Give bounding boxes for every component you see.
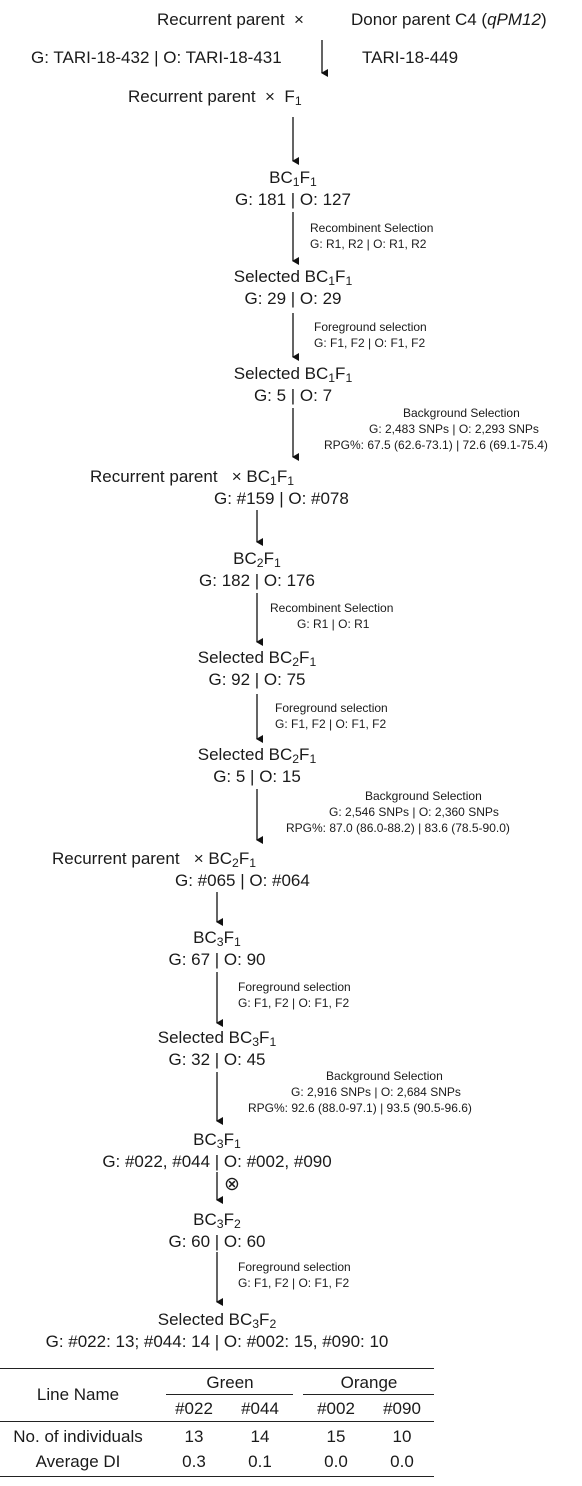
table-cell: 0.0 — [324, 1452, 348, 1471]
background-selection-3-title: Background Selection — [326, 1069, 443, 1083]
background-selection-1-snps: G: 2,483 SNPs | O: 2,293 SNPs — [369, 422, 539, 436]
bc3f1-count: G: 67 | O: 90 — [168, 950, 266, 969]
selected-bc3f1-title: Selected BC3F1 — [157, 1028, 277, 1050]
selected-bc1f1-a-title: Selected BC1F1 — [233, 267, 353, 289]
table-cell: 10 — [392, 1427, 412, 1446]
third-cross-label: Recurrent parent × BC2F1 — [52, 849, 257, 871]
donor-parent-id: TARI-18-449 — [362, 48, 459, 67]
selected-bc2f1-a-title: Selected BC2F1 — [197, 648, 317, 670]
table-cell: 0.0 — [390, 1452, 414, 1471]
bc3f1-title: BC3F1 — [193, 928, 241, 950]
foreground-selection-2-detail: G: F1, F2 | O: F1, F2 — [275, 717, 387, 731]
background-selection-2-snps: G: 2,546 SNPs | O: 2,360 SNPs — [329, 805, 499, 819]
recombinant-selection-2-title: Recombinent Selection — [270, 601, 394, 615]
selfing-icon: ⊗ — [224, 1174, 240, 1195]
column-header: #044 — [241, 1399, 279, 1418]
background-selection-2-title: Background Selection — [365, 789, 482, 803]
donor-parent-label: Donor parent C4 (qPM12) — [351, 10, 547, 29]
selected-bc1f1-a-count: G: 29 | O: 29 — [244, 289, 342, 308]
final-selected-bc3f2-title: Selected BC3F2 — [157, 1310, 277, 1332]
final-selected-bc3f2-ids: G: #022: 13; #044: 14 | O: #002: 15, #09… — [45, 1332, 389, 1351]
selected-bc3f1-count: G: 32 | O: 45 — [168, 1050, 266, 1069]
selected-bc1f1-b-count: G: 5 | O: 7 — [253, 386, 333, 405]
selected-bc2f1-a-count: G: 92 | O: 75 — [208, 670, 306, 689]
orange-group-header: Orange — [340, 1373, 398, 1392]
table-cell: 13 — [184, 1427, 204, 1446]
recombinant-selection-1-title: Recombinent Selection — [310, 221, 434, 235]
background-selection-1-title: Background Selection — [403, 406, 520, 420]
recurrent-parent-ids: G: TARI-18-432 | O: TARI-18-431 — [31, 48, 282, 67]
bc3f1-lines-title: BC3F1 — [193, 1130, 241, 1152]
table-bottom-rule — [0, 1476, 434, 1477]
foreground-selection-4-detail: G: F1, F2 | O: F1, F2 — [238, 1276, 350, 1290]
table-header-rule — [0, 1421, 434, 1422]
first-cross-label: Recurrent parent × F1 — [128, 87, 302, 109]
bc1f1-count: G: 181 | O: 127 — [235, 190, 351, 209]
column-header: #090 — [383, 1399, 421, 1418]
column-header: #022 — [175, 1399, 213, 1418]
second-cross-ids: G: #159 | O: #078 — [214, 489, 349, 508]
background-selection-3-snps: G: 2,916 SNPs | O: 2,684 SNPs — [291, 1085, 461, 1099]
orange-group-rule — [303, 1394, 434, 1395]
foreground-selection-3-title: Foreground selection — [238, 980, 351, 994]
foreground-selection-4-title: Foreground selection — [238, 1260, 351, 1274]
background-selection-1-rpg: RPG%: 67.5 (62.6-73.1) | 72.6 (69.1-75.4… — [324, 438, 548, 452]
second-cross-label: Recurrent parent × BC1F1 — [90, 467, 295, 489]
recurrent-parent-label: Recurrent parent × — [157, 10, 304, 29]
table-cell: 0.3 — [182, 1452, 206, 1471]
selected-bc1f1-b-title: Selected BC1F1 — [233, 364, 353, 386]
bc2f1-count: G: 182 | O: 176 — [199, 571, 315, 590]
bc3f1-lines-ids: G: #022, #044 | O: #002, #090 — [102, 1152, 332, 1171]
foreground-selection-1-title: Foreground selection — [314, 320, 427, 334]
background-selection-3-rpg: RPG%: 92.6 (88.0-97.1) | 93.5 (90.5-96.6… — [248, 1101, 472, 1115]
background-selection-2-rpg: RPG%: 87.0 (86.0-88.2) | 83.6 (78.5-90.0… — [286, 821, 510, 835]
selected-bc2f1-b-title: Selected BC2F1 — [197, 745, 317, 767]
row-label: Average DI — [35, 1452, 121, 1471]
line-name-header: Line Name — [36, 1385, 120, 1404]
selected-bc2f1-b-count: G: 5 | O: 15 — [213, 767, 301, 786]
table-top-rule — [0, 1368, 434, 1369]
table-cell: 15 — [326, 1427, 346, 1446]
green-group-header: Green — [206, 1373, 254, 1392]
table-cell: 14 — [250, 1427, 270, 1446]
recombinant-selection-1-detail: G: R1, R2 | O: R1, R2 — [310, 237, 427, 251]
third-cross-ids: G: #065 | O: #064 — [175, 871, 310, 890]
bc3f2-title: BC3F2 — [193, 1210, 241, 1232]
bc2f1-title: BC2F1 — [233, 549, 281, 571]
green-group-rule — [166, 1394, 293, 1395]
foreground-selection-2-title: Foreground selection — [275, 701, 388, 715]
bc3f2-count: G: 60 | O: 60 — [168, 1232, 266, 1251]
row-label: No. of individuals — [13, 1427, 143, 1446]
table-cell: 0.1 — [248, 1452, 272, 1471]
recombinant-selection-2-detail: G: R1 | O: R1 — [297, 617, 370, 631]
foreground-selection-3-detail: G: F1, F2 | O: F1, F2 — [238, 996, 350, 1010]
bc1f1-title: BC1F1 — [269, 168, 317, 190]
column-header: #002 — [317, 1399, 355, 1418]
foreground-selection-1-detail: G: F1, F2 | O: F1, F2 — [314, 336, 426, 350]
